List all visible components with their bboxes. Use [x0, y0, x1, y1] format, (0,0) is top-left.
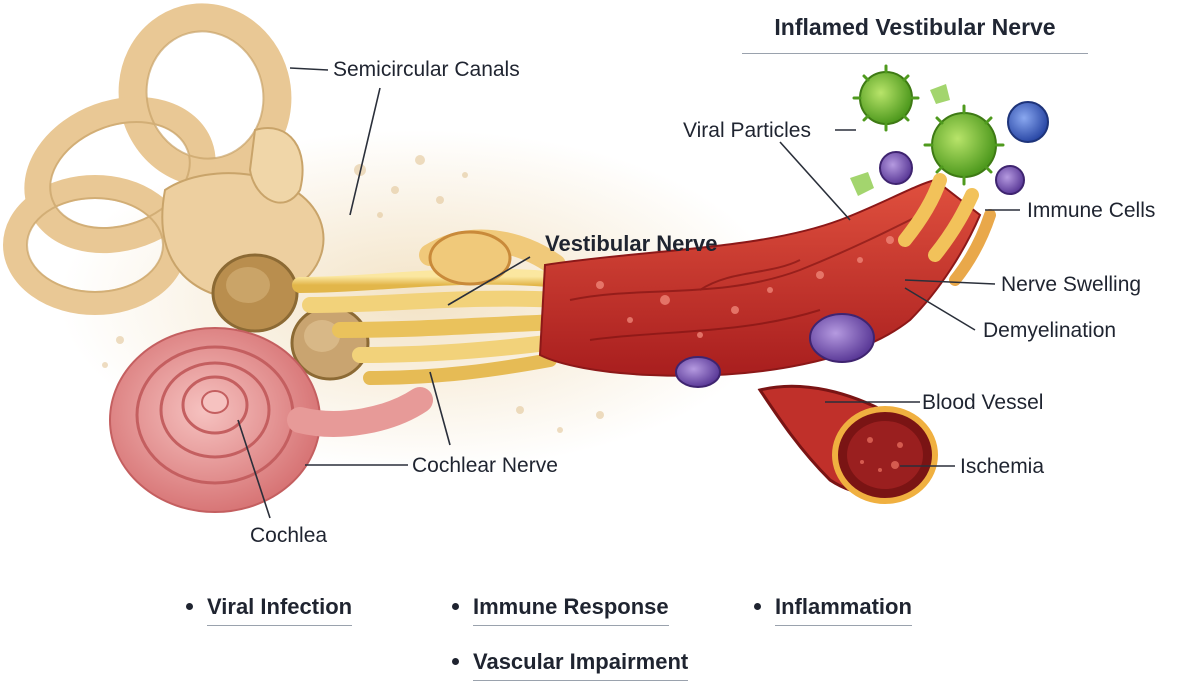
immune-cell-purple-2	[996, 166, 1024, 194]
immune-cell-in-nerve-1	[810, 314, 874, 362]
label-blood-vessel: Blood Vessel	[922, 391, 1043, 415]
label-cochlear-nerve: Cochlear Nerve	[412, 454, 558, 478]
label-viral-particles: Viral Particles	[683, 119, 811, 143]
bullet-vascular-impairment: Vascular Impairment	[452, 649, 688, 675]
virus-particle-2	[925, 106, 1003, 184]
bullet-text: Vascular Impairment	[473, 649, 688, 681]
virus-particle-1	[854, 66, 918, 130]
label-immune-cells: Immune Cells	[1027, 199, 1155, 223]
immune-cell-in-nerve-2	[676, 357, 720, 387]
title-underline	[742, 53, 1088, 54]
bullet-dot	[186, 603, 193, 610]
bullet-text: Inflammation	[775, 594, 912, 626]
immune-cell-blue	[1008, 102, 1048, 142]
bullet-text: Viral Infection	[207, 594, 352, 626]
immune-cell-purple-1	[880, 152, 912, 184]
label-ischemia: Ischemia	[960, 455, 1044, 479]
bullet-dot	[452, 658, 459, 665]
label-vestibular-nerve: Vestibular Nerve	[545, 231, 717, 257]
bullet-dot	[452, 603, 459, 610]
bullet-inflammation: Inflammation	[754, 594, 912, 620]
bullet-viral-infection: Viral Infection	[186, 594, 352, 620]
label-nerve-swelling: Nerve Swelling	[1001, 273, 1141, 297]
bullet-text: Immune Response	[473, 594, 669, 626]
label-cochlea: Cochlea	[250, 524, 327, 548]
label-semicircular-canals: Semicircular Canals	[333, 58, 520, 82]
label-demyelination: Demyelination	[983, 319, 1116, 343]
bullet-dot	[754, 603, 761, 610]
bullet-immune-response: Immune Response	[452, 594, 669, 620]
diagram-title: Inflamed Vestibular Nerve	[742, 14, 1088, 41]
blood-vessel	[760, 386, 935, 501]
